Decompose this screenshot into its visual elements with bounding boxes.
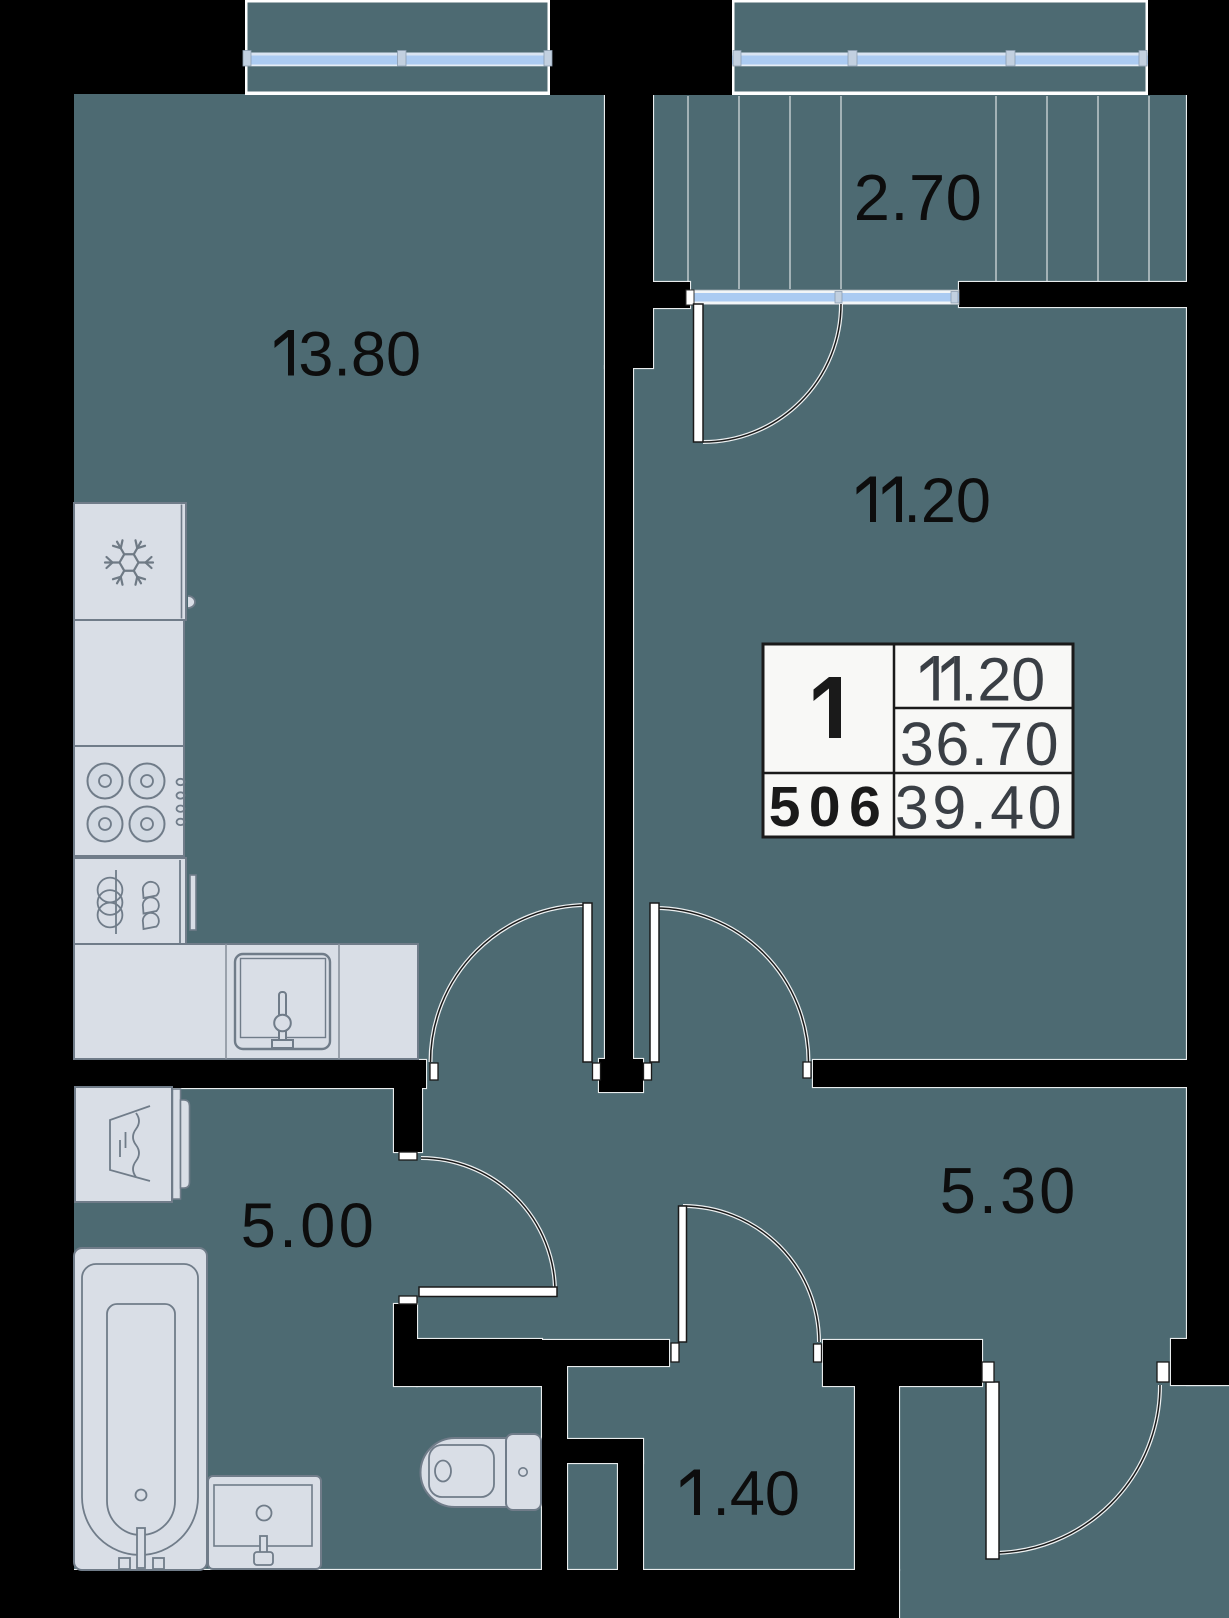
svg-text:36.70: 36.70 xyxy=(900,710,1060,778)
svg-text:5.00: 5.00 xyxy=(241,1191,378,1261)
svg-text:506: 506 xyxy=(769,775,890,839)
svg-text:5.30: 5.30 xyxy=(940,1154,1079,1227)
svg-text:3.80: 3.80 xyxy=(298,320,421,390)
svg-text:.40: .40 xyxy=(712,1459,800,1529)
svg-text:.20: .20 xyxy=(960,646,1045,714)
svg-text:2.70: 2.70 xyxy=(854,161,983,234)
svg-text:.20: .20 xyxy=(903,466,991,536)
svg-text:39.40: 39.40 xyxy=(895,774,1065,842)
